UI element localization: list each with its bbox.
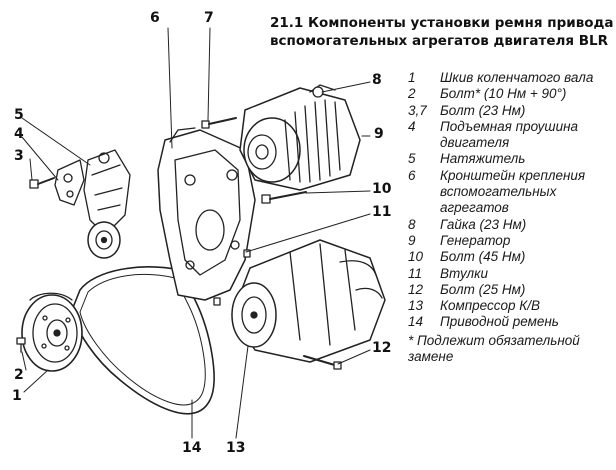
callout-7: 7 xyxy=(204,10,214,26)
legend-item-number: 6 xyxy=(408,167,416,183)
diagram-title: 21.1 Компоненты установки ремня привода … xyxy=(270,14,614,50)
callout-9: 9 xyxy=(374,126,384,142)
legend-item-text: Кронштейн крепления вспомогательных агре… xyxy=(440,167,586,216)
callout-5: 5 xyxy=(14,107,24,123)
callout-1: 1 xyxy=(12,388,22,404)
legend-item-text: Гайка (23 Нм) xyxy=(440,216,527,232)
engine-lifting-eye xyxy=(54,159,85,206)
legend-item-number: 4 xyxy=(408,118,416,134)
legend-item-text: Болт (23 Нм) xyxy=(440,102,526,118)
callout-4: 4 xyxy=(14,126,24,142)
legend-item-number: 13 xyxy=(408,298,424,314)
legend-item-text: Натяжитель xyxy=(440,151,526,167)
legend-item-number: 3,7 xyxy=(408,102,427,118)
legend-item-number: 8 xyxy=(408,216,416,232)
legend-item-number: 10 xyxy=(408,249,424,265)
legend-item-text: Приводной ремень xyxy=(440,314,559,330)
legend-item-number: 14 xyxy=(408,314,424,330)
crankshaft-pulley xyxy=(21,292,83,372)
legend-item-text: Болт* (10 Нм + 90°) xyxy=(440,86,567,102)
legend-item-text: Компрессор К/В xyxy=(440,298,540,314)
legend-item-text: Генератор xyxy=(440,232,511,248)
pulley-bolt xyxy=(16,337,26,353)
legend-item-number: 2 xyxy=(408,86,416,102)
callout-8: 8 xyxy=(372,72,382,88)
bushings xyxy=(213,249,251,306)
legend-item: 5 Натяжитель xyxy=(408,151,613,167)
legend-item: 12 Болт (25 Нм) xyxy=(408,282,613,298)
legend-item-number: 5 xyxy=(408,151,416,167)
legend-item-text: Шкив коленчатого вала xyxy=(440,70,594,85)
callout-11: 11 xyxy=(372,204,392,220)
legend-item: 9 Генератор xyxy=(408,233,613,249)
callout-10: 10 xyxy=(372,181,392,197)
legend-item: 2 Болт* (10 Нм + 90°) xyxy=(408,86,613,102)
legend-note: * Подлежит обязательной замене xyxy=(408,332,580,365)
legend-item: 1 Шкив коленчатого вала xyxy=(408,70,613,86)
callout-14: 14 xyxy=(182,440,202,456)
legend-item: 14 Приводной ремень xyxy=(408,314,613,330)
legend-item-text: Подъемная проушина двигателя xyxy=(440,118,579,151)
callout-12: 12 xyxy=(372,340,392,356)
legend-item: 10 Болт (45 Нм) xyxy=(408,249,613,265)
legend-item: 8 Гайка (23 Нм) xyxy=(408,217,613,233)
legend-item: 4 Подъемная проушина двигателя xyxy=(408,119,613,152)
title-line-1: 21.1 Компоненты установки ремня привода xyxy=(270,15,614,31)
compressor-bolt xyxy=(303,355,342,370)
leader-lines xyxy=(21,27,371,439)
drive-belt xyxy=(71,266,215,415)
belt-tensioner xyxy=(83,149,131,259)
legend-item-number: 1 xyxy=(408,70,416,85)
legend-item: 6 Кронштейн крепления вспомогательных аг… xyxy=(408,168,613,217)
callout-2: 2 xyxy=(14,367,24,383)
title-line-2: вспомогательных агрегатов двигателя BLR xyxy=(270,33,609,49)
generator-bolt xyxy=(261,191,307,204)
callout-13: 13 xyxy=(226,440,246,456)
legend-item-number: 9 xyxy=(408,232,416,248)
legend-item: 11 Втулки xyxy=(408,266,613,282)
lifting-eye-bolt xyxy=(29,177,55,189)
legend-item-text: Болт (45 Нм) xyxy=(440,249,526,265)
legend-item: 3,7 Болт (23 Нм) xyxy=(408,103,613,119)
generator xyxy=(239,84,361,191)
component-legend: 1 Шкив коленчатого вала 2 Болт* (10 Нм +… xyxy=(408,70,613,365)
ac-compressor xyxy=(231,239,386,363)
callout-6: 6 xyxy=(150,10,160,26)
accessory-bracket xyxy=(157,127,256,301)
legend-item-number: 11 xyxy=(408,265,423,281)
legend-item: 13 Компрессор К/В xyxy=(408,298,613,314)
callout-3: 3 xyxy=(14,148,24,164)
legend-item-text: Болт (25 Нм) xyxy=(440,281,526,297)
bracket-bolt xyxy=(201,117,237,129)
legend-item-number: 12 xyxy=(408,281,424,297)
legend-item-text: Втулки xyxy=(440,265,489,281)
